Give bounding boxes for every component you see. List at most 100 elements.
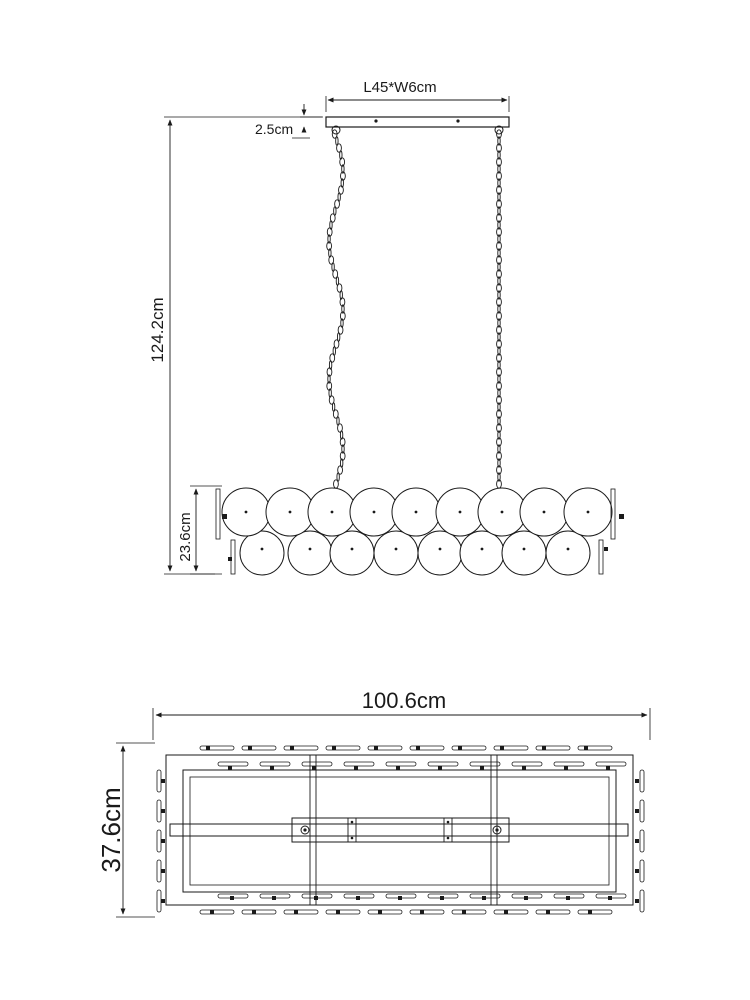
- disc-screw: [500, 510, 504, 514]
- chain-link: [497, 304, 501, 314]
- disc-clip: [161, 779, 165, 783]
- chain-link: [496, 213, 502, 223]
- chain-link: [339, 430, 344, 440]
- disc-clip: [635, 779, 639, 783]
- chain-link: [497, 262, 501, 272]
- glass-disc: [501, 530, 547, 576]
- chain-link: [496, 227, 502, 237]
- left-chain: [326, 125, 346, 489]
- disc-edge: [241, 909, 277, 915]
- disc-screw: [542, 510, 546, 514]
- chain-link: [496, 339, 502, 349]
- disc-edge: [325, 745, 361, 751]
- disc-clip: [635, 839, 639, 843]
- disc-edge-strips: [156, 745, 645, 915]
- disc-edge: [535, 909, 571, 915]
- chain-link: [497, 374, 501, 384]
- disc-screw: [330, 510, 334, 514]
- disc-edge: [511, 761, 543, 767]
- chain-link: [497, 234, 501, 244]
- chain-link: [336, 283, 343, 293]
- disc-clip: [635, 809, 639, 813]
- disc-clip: [356, 896, 360, 900]
- chain-link: [328, 395, 335, 405]
- chain-link: [338, 185, 344, 195]
- disc-clip: [210, 910, 214, 914]
- disc-clip: [458, 746, 462, 750]
- disc-edge: [199, 745, 235, 751]
- chain-link: [496, 157, 502, 167]
- chain-link: [497, 430, 501, 440]
- chain-link: [341, 444, 345, 454]
- chain-hook: [494, 125, 504, 135]
- disc-clip: [294, 910, 298, 914]
- chain-link: [329, 353, 336, 363]
- chain-link: [496, 381, 502, 391]
- disc-edge: [217, 761, 249, 767]
- chain-link: [497, 206, 501, 216]
- disc-edge: [283, 909, 319, 915]
- chain-link: [496, 297, 502, 307]
- chain-link: [497, 402, 501, 412]
- disc-edge: [535, 745, 571, 751]
- total-height-dimension: 124.2cm: [148, 116, 322, 575]
- disc-clip: [420, 910, 424, 914]
- disc-edge: [427, 761, 459, 767]
- disc-clip: [312, 766, 316, 770]
- width-dimension: 37.6cm: [96, 742, 155, 918]
- glass-disc: [459, 530, 505, 576]
- disc-screw: [566, 547, 570, 551]
- disc-edge: [639, 799, 645, 823]
- disc-clip: [290, 746, 294, 750]
- disc-edge: [156, 859, 162, 883]
- disc-screw: [288, 510, 292, 514]
- disc-clip: [354, 766, 358, 770]
- disc-edge: [553, 761, 585, 767]
- disc-screw: [414, 510, 418, 514]
- disc-clip: [606, 766, 610, 770]
- disc-clip: [206, 746, 210, 750]
- disc-edge: [451, 909, 487, 915]
- disc-screw: [438, 547, 442, 551]
- disc-edge: [451, 745, 487, 751]
- chain-link: [333, 479, 339, 489]
- glass-disc: [417, 530, 463, 576]
- disc-screw: [480, 547, 484, 551]
- chain-link: [497, 472, 501, 482]
- chain-link: [337, 465, 343, 475]
- disc-clip: [522, 766, 526, 770]
- length-label: 100.6cm: [362, 688, 446, 713]
- chain-link: [497, 458, 501, 468]
- disc-edge: [639, 829, 645, 853]
- width-label: 37.6cm: [96, 787, 126, 872]
- disc-clip: [398, 896, 402, 900]
- chain-link: [497, 290, 501, 300]
- disc-edge: [385, 761, 417, 767]
- disc-clip: [635, 899, 639, 903]
- canopy-size-label: L45*W6cm: [363, 79, 436, 96]
- disc-clip: [504, 910, 508, 914]
- disc-clip: [378, 910, 382, 914]
- disc-edge: [409, 909, 445, 915]
- disc-clip: [252, 910, 256, 914]
- chain-link: [337, 325, 344, 335]
- chain-link: [496, 367, 502, 377]
- frame-outline: [165, 754, 634, 906]
- disc-edge: [241, 745, 277, 751]
- disc-edge: [283, 745, 319, 751]
- disc-clip: [161, 869, 165, 873]
- disc-clip: [230, 896, 234, 900]
- disc-clip: [248, 746, 252, 750]
- disc-screw: [586, 510, 590, 514]
- chain-link: [496, 409, 502, 419]
- disc-clip: [524, 896, 528, 900]
- disc-clip: [270, 766, 274, 770]
- disc-edge: [469, 761, 501, 767]
- chain-link: [496, 199, 502, 209]
- chain-link: [328, 360, 333, 370]
- disc-edge: [343, 761, 375, 767]
- disc-screw: [394, 547, 398, 551]
- chain-hook: [331, 125, 341, 135]
- canopy: [325, 116, 510, 128]
- disc-edge: [259, 761, 291, 767]
